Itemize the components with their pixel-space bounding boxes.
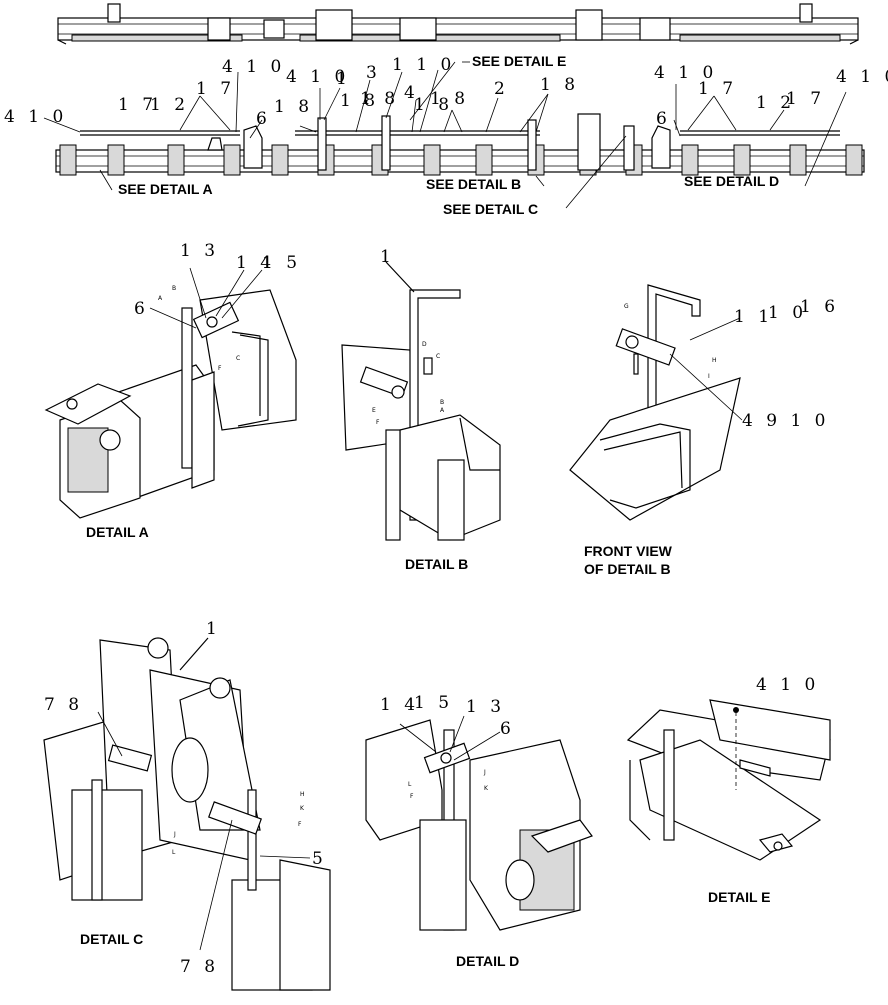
see-detail-b-label: SEE DETAIL B — [426, 176, 521, 192]
callout: 7 8 — [180, 957, 219, 977]
overview-callouts: 4 1 0 1 7 1 2 1 7 4 1 0 6 1 8 4 1 0 1 1 … — [4, 55, 888, 129]
detail-d-callouts: 1 4 1 5 1 3 6 J K L F — [380, 693, 515, 800]
front-view-detail-b-drawing — [569, 284, 743, 521]
callout: 5 — [312, 849, 327, 869]
part-letter: A — [158, 295, 163, 302]
see-detail-e-label: SEE DETAIL E — [472, 53, 566, 69]
detail-a-callouts: 1 3 1 4 1 5 6 B A C F — [134, 241, 301, 372]
part-letter: I — [708, 373, 710, 380]
part-letter: F — [298, 821, 302, 828]
callout: 4 — [404, 83, 419, 103]
front-view-b-caption-line2: OF DETAIL B — [584, 561, 671, 577]
callout: 1 4 — [380, 695, 419, 715]
part-letter: D — [422, 341, 427, 348]
callout: 1 — [206, 619, 221, 639]
part-letter: L — [172, 849, 176, 856]
callout: 1 2 — [756, 93, 795, 113]
callout: 1 — [336, 69, 351, 89]
part-letter: K — [300, 805, 305, 812]
boom-assembly-view — [55, 113, 865, 176]
top-plan-view — [57, 3, 859, 45]
callout: 4 9 1 0 — [742, 411, 829, 431]
callout: 4 1 0 — [286, 67, 349, 87]
callout: 4 1 0 — [222, 57, 285, 77]
front-view-b-caption-line1: FRONT VIEW — [584, 543, 673, 559]
part-letter: L — [408, 781, 412, 788]
callout: 3 — [366, 63, 381, 83]
front-view-b-callouts: 1 1 1 0 1 6 4 9 1 0 G H I — [624, 297, 839, 431]
part-letter: H — [712, 357, 717, 364]
part-letter: C — [436, 353, 440, 360]
see-detail-d-label: SEE DETAIL D — [684, 173, 779, 189]
callout: 1 8 — [414, 95, 453, 115]
part-letter: F — [410, 793, 414, 800]
see-detail-c-label: SEE DETAIL C — [443, 201, 538, 217]
callout: 6 — [656, 109, 671, 129]
callout: 1 0 — [768, 303, 807, 323]
part-letter: F — [218, 365, 222, 372]
detail-a-caption: DETAIL A — [86, 524, 149, 540]
part-letter: F — [376, 419, 380, 426]
callout: 1 2 — [150, 95, 189, 115]
detail-d-drawing — [365, 715, 593, 931]
callout: 1 8 — [360, 89, 399, 109]
callout: 1 3 — [180, 241, 219, 261]
callout: 2 — [494, 79, 509, 99]
detail-c-callouts: 1 7 8 5 7 8 H K F J L — [44, 619, 327, 977]
part-letter: C — [236, 355, 240, 362]
callout: 1 5 — [414, 693, 453, 713]
detail-c-caption: DETAIL C — [80, 931, 143, 947]
callout: 1 5 — [262, 253, 301, 273]
detail-e-callouts: 4 1 0 — [756, 675, 819, 695]
part-letter: B — [172, 285, 176, 292]
callout: 4 1 0 — [836, 67, 888, 87]
detail-b-drawing — [341, 261, 501, 541]
detail-b-callouts: 1 D C E F B A — [372, 247, 445, 426]
callout: 1 6 — [800, 297, 839, 317]
callout: 6 — [500, 719, 515, 739]
see-detail-a-label: SEE DETAIL A — [118, 181, 213, 197]
see-detail-labels: SEE DETAIL A SEE DETAIL B SEE DETAIL C S… — [118, 53, 779, 217]
callout: 1 7 — [786, 89, 825, 109]
callout: 1 7 — [698, 79, 737, 99]
detail-b-caption: DETAIL B — [405, 556, 468, 572]
detail-c-drawing — [43, 637, 331, 991]
detail-e-caption: DETAIL E — [708, 889, 771, 905]
detail-d-caption: DETAIL D — [456, 953, 519, 969]
part-letter: G — [624, 303, 629, 310]
detail-a-drawing — [44, 267, 297, 519]
callout: 1 — [380, 247, 395, 267]
part-letter: J — [483, 769, 486, 776]
part-letter: B — [440, 399, 444, 406]
callout: 1 1 0 — [392, 55, 455, 75]
callout: 1 4 — [236, 253, 275, 273]
part-letter: E — [372, 407, 376, 414]
callout: 1 1 — [734, 307, 773, 327]
callout: 4 1 0 — [4, 107, 67, 127]
callout: 7 8 — [44, 695, 83, 715]
part-letter: A — [440, 407, 445, 414]
callout: 4 1 0 — [654, 63, 717, 83]
callout: 1 7 — [196, 79, 235, 99]
callout: 1 8 — [274, 97, 313, 117]
overview-leaders — [43, 61, 847, 209]
part-letter: K — [484, 785, 489, 792]
part-letter: J — [173, 831, 176, 838]
part-letter: H — [300, 791, 305, 798]
callout: 4 1 0 — [756, 675, 819, 695]
callout: 1 8 — [430, 89, 469, 109]
callout: 1 8 — [340, 91, 379, 111]
callout: 6 — [134, 299, 149, 319]
callout: 1 3 — [466, 697, 505, 717]
callout: 6 — [256, 109, 271, 129]
callout: 1 8 — [540, 75, 579, 95]
callout: 1 7 — [118, 95, 157, 115]
detail-e-drawing — [626, 699, 831, 861]
